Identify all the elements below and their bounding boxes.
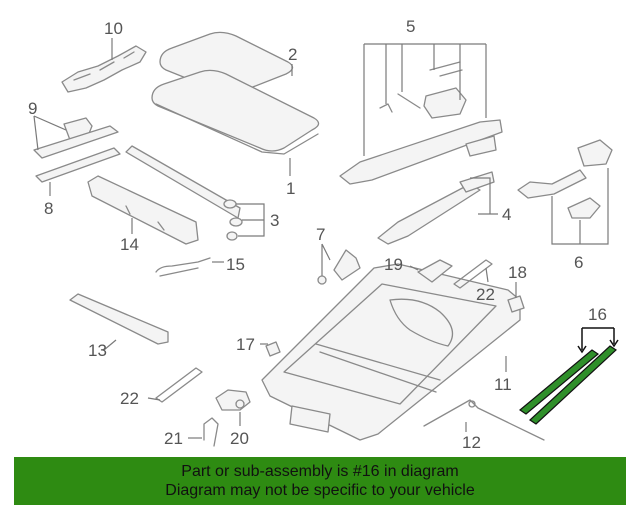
callout-20: 20 [230, 429, 249, 448]
callout-1: 1 [286, 179, 295, 198]
part-7-clips [317, 243, 361, 285]
part-15-clip [155, 257, 224, 277]
part-22-bar-right [453, 259, 493, 289]
callout-7: 7 [316, 225, 325, 244]
callout-13: 13 [88, 341, 107, 360]
callout-5: 5 [406, 17, 415, 36]
part-13-front-seal [69, 293, 169, 351]
part-1-sunroof-panel [151, 69, 320, 176]
part-11-frame [261, 263, 521, 441]
callout-9: 9 [28, 99, 37, 118]
callout-4: 4 [502, 205, 511, 224]
banner-line-1: Part or sub-assembly is #16 in diagram [181, 463, 459, 480]
callout-16: 16 [588, 305, 607, 324]
part-4-mechanism [377, 171, 498, 245]
callout-8: 8 [44, 199, 53, 218]
callout-17: 17 [236, 335, 255, 354]
part-18-fastener [507, 282, 525, 313]
callout-10: 10 [104, 19, 123, 38]
callout-2: 2 [288, 45, 297, 64]
callout-18: 18 [508, 263, 527, 282]
part-6-guide [517, 139, 613, 245]
callout-22-right: 22 [476, 285, 495, 304]
callout-14: 14 [120, 235, 139, 254]
part-5-mechanism [339, 43, 503, 185]
part-14-board [87, 175, 199, 245]
part-22-bar-left [147, 367, 203, 403]
callout-21: 21 [164, 429, 183, 448]
part-21-bracket [188, 417, 219, 447]
callout-3: 3 [270, 211, 279, 230]
part-9-8-rails [33, 115, 121, 196]
callout-15: 15 [226, 255, 245, 274]
callout-6: 6 [574, 253, 583, 272]
parts-diagram: 10 2 5 9 1 8 3 4 14 7 6 15 19 18 22 16 1… [28, 17, 619, 452]
part-12-cable [423, 399, 545, 441]
part-10-bracket [61, 38, 147, 93]
part-3-strip-clips [125, 145, 265, 241]
callout-11: 11 [494, 375, 512, 394]
callout-22-left: 22 [120, 389, 139, 408]
info-banner: Part or sub-assembly is #16 in diagram D… [14, 457, 626, 505]
banner-line-2: Diagram may not be specific to your vehi… [165, 482, 475, 499]
part-20-motor [215, 389, 251, 426]
part-19-bracket [409, 259, 453, 283]
part-17-fastener [260, 341, 281, 357]
callout-12: 12 [462, 433, 481, 452]
callout-19: 19 [384, 255, 403, 274]
part-16-seals [518, 327, 619, 425]
